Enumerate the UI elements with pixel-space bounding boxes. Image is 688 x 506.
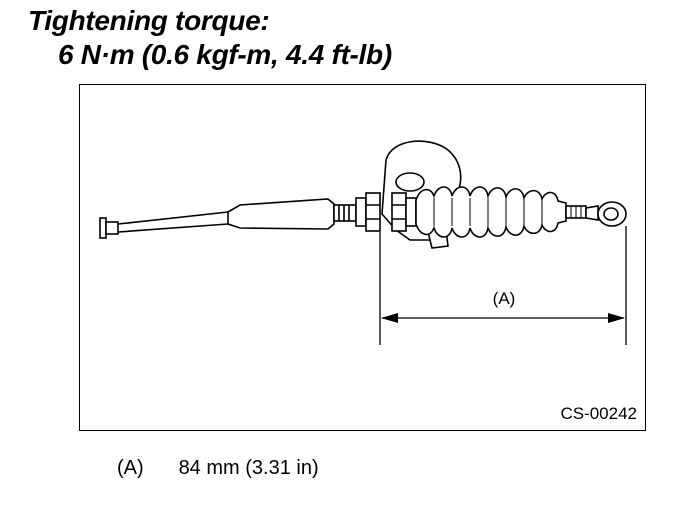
torque-heading: Tightening torque: bbox=[28, 5, 270, 36]
inner-cable bbox=[117, 211, 229, 233]
cable-end-fitting bbox=[99, 217, 119, 239]
eye-end bbox=[597, 201, 627, 227]
threaded-rod bbox=[333, 204, 357, 222]
torque-title: Tightening torque: 6 N·m (0.6 kgf-m, 4.4… bbox=[28, 4, 392, 72]
lock-nut-front bbox=[355, 192, 381, 232]
bracket-hole bbox=[395, 172, 425, 192]
dimension-label: (A) bbox=[493, 289, 516, 308]
end-rod bbox=[565, 205, 599, 221]
legend-key: (A) bbox=[117, 457, 144, 479]
cable-sheath bbox=[227, 198, 335, 230]
legend-value: 84 mm (3.31 in) bbox=[178, 457, 319, 479]
dimension-arrow-right bbox=[608, 313, 625, 323]
legend: (A) 84 mm (3.31 in) bbox=[117, 457, 319, 480]
lock-nut-rear bbox=[391, 192, 417, 232]
dimension-arrow-left bbox=[381, 313, 398, 323]
torque-value: 6 N·m (0.6 kgf-m, 4.4 ft-lb) bbox=[58, 39, 392, 70]
rubber-boot bbox=[415, 186, 567, 238]
diagram-frame: CS-00242 bbox=[79, 84, 646, 431]
figure-code: CS-00242 bbox=[560, 404, 637, 423]
